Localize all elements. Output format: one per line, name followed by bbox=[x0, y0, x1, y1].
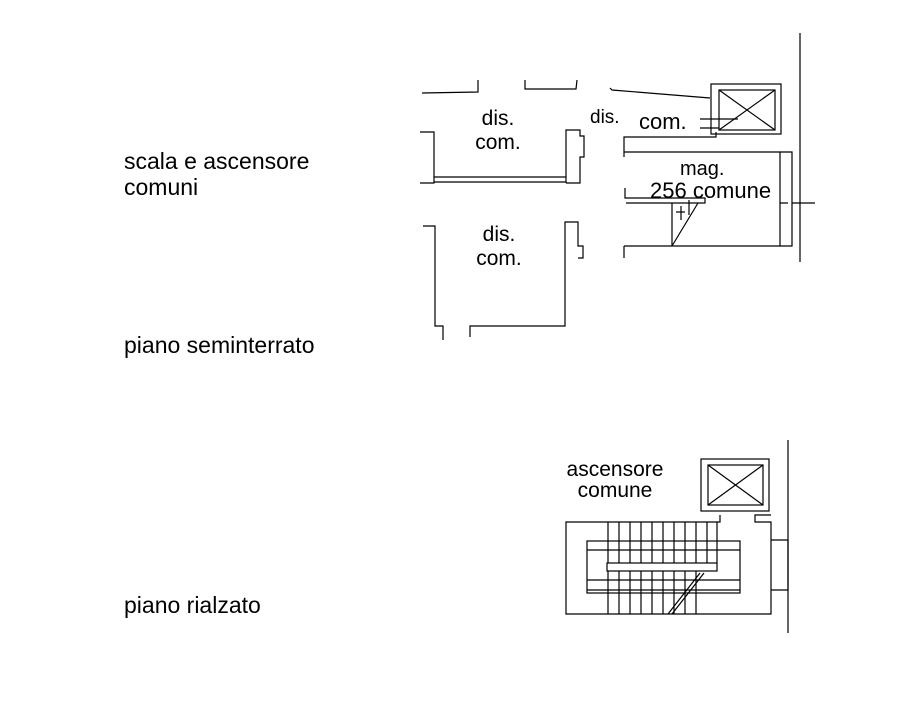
elevator-label-line2: comune bbox=[577, 479, 653, 502]
elevator-label-line1: ascensore bbox=[566, 458, 664, 481]
storage-label-line2: 256 comune bbox=[650, 178, 772, 203]
storage-label-line1: mag. bbox=[680, 158, 725, 180]
wall bbox=[565, 514, 772, 615]
wall bbox=[609, 87, 711, 99]
raised-plan bbox=[565, 440, 789, 633]
wall bbox=[565, 129, 585, 184]
stair-break bbox=[671, 572, 705, 615]
wall bbox=[524, 79, 578, 90]
basement-plan bbox=[420, 33, 815, 340]
corridor-label-line2: com. bbox=[639, 109, 687, 134]
elevator-shaft-inner bbox=[707, 464, 764, 506]
stair-break bbox=[667, 572, 701, 615]
wall bbox=[624, 188, 706, 204]
elevator-cross bbox=[707, 464, 764, 506]
wall bbox=[624, 203, 781, 247]
wall bbox=[771, 539, 789, 591]
stair-line bbox=[671, 202, 699, 247]
wall bbox=[623, 132, 717, 157]
corridor-label-line1: dis. bbox=[590, 107, 620, 128]
room-label-bottom: dis. com. bbox=[467, 224, 531, 269]
wall bbox=[469, 221, 584, 337]
stair-well bbox=[606, 562, 718, 572]
wall bbox=[624, 151, 788, 204]
room-label-top-line2: com. bbox=[475, 131, 521, 154]
wall bbox=[780, 151, 793, 247]
elevator-shaft-outer bbox=[710, 83, 782, 135]
wall bbox=[423, 225, 444, 337]
legend-title-line2: comuni bbox=[124, 174, 199, 200]
room-label-top: dis. com. bbox=[466, 108, 530, 153]
wall bbox=[421, 80, 479, 94]
floor-label-raised: piano rialzato bbox=[124, 592, 261, 618]
wall bbox=[420, 131, 435, 184]
room-label-bottom-line1: dis. bbox=[482, 223, 516, 246]
elevator-cross bbox=[718, 89, 776, 131]
legend-title-line1: scala e ascensore bbox=[124, 148, 310, 174]
elevator-label: ascensore comune bbox=[540, 459, 690, 501]
room-label-bottom-line2: com. bbox=[476, 247, 522, 270]
elevator-shaft-outer bbox=[700, 458, 770, 512]
floor-label-basement: piano seminterrato bbox=[124, 332, 315, 358]
room-label-top-line1: dis. bbox=[481, 107, 515, 130]
elevator-shaft-inner bbox=[718, 89, 776, 131]
